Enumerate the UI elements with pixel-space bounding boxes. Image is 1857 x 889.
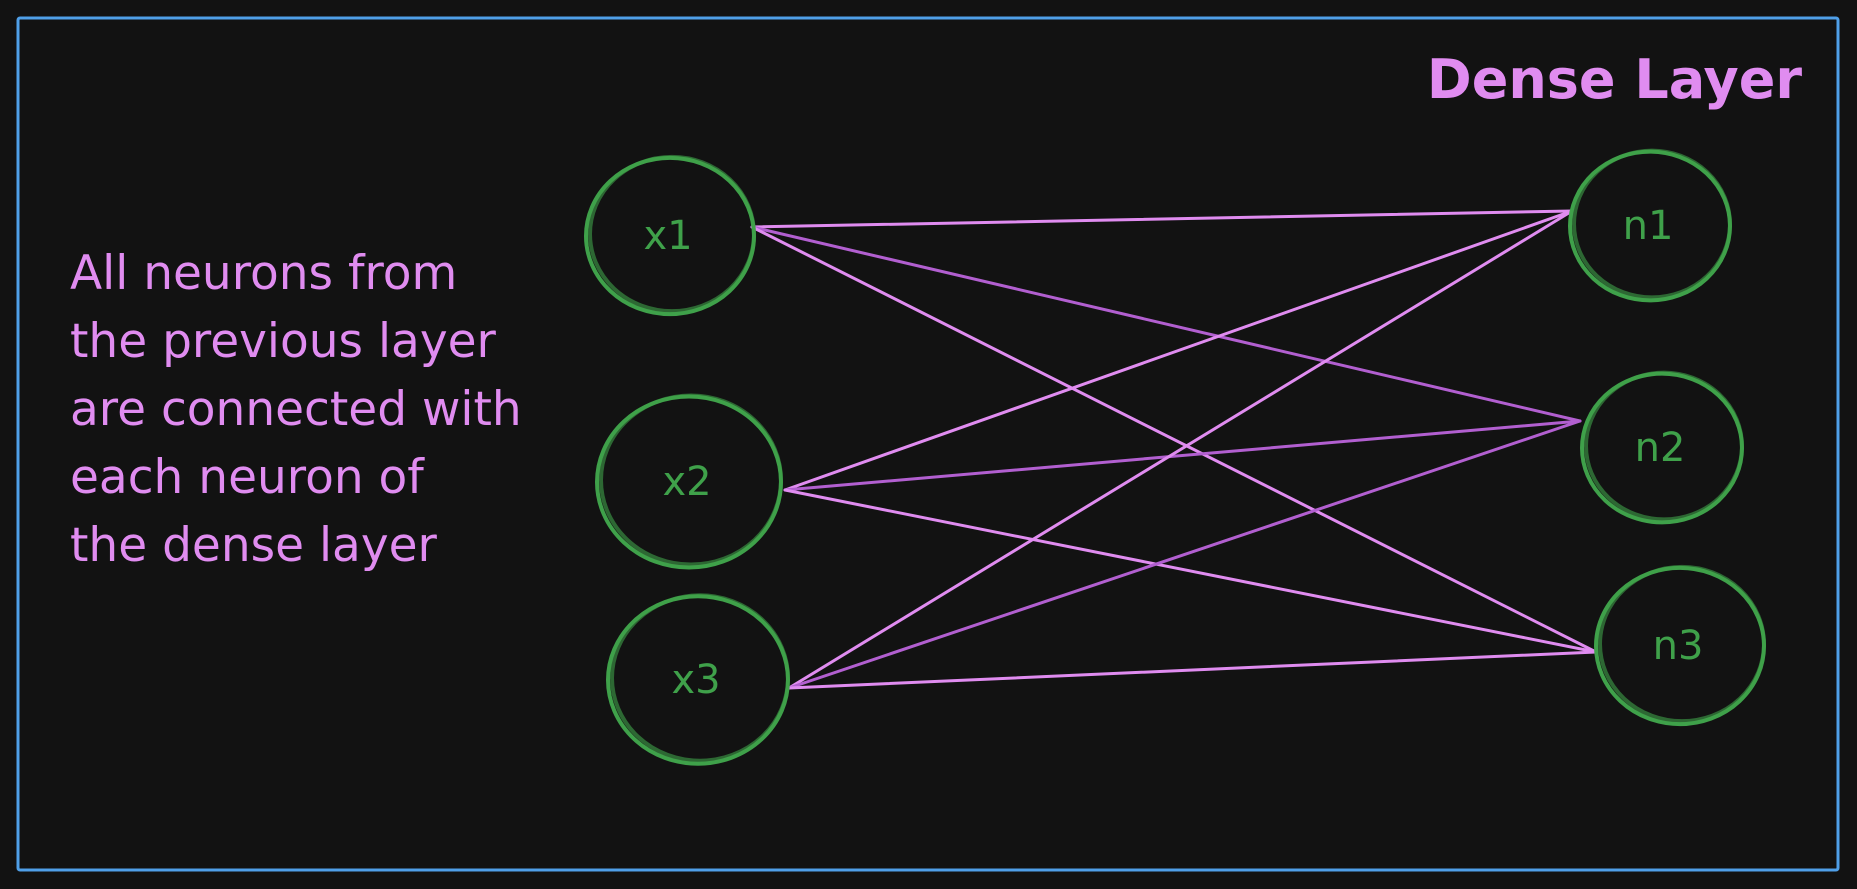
input-neuron-x1: x1 bbox=[584, 154, 756, 317]
connection-x3-n1 bbox=[787, 209, 1574, 690]
neuron-label: x2 bbox=[662, 459, 711, 505]
caption-line: All neurons from bbox=[70, 246, 458, 301]
diagram-title: Dense Layer bbox=[1426, 48, 1802, 111]
input-neuron-x3: x3 bbox=[606, 593, 790, 766]
connection-x2-n3 bbox=[783, 488, 1598, 654]
connection-x3-n2 bbox=[787, 419, 1582, 690]
caption-line: the previous layer bbox=[70, 314, 496, 369]
neuron-group: x1 x2 x3 n1 n2 n3 bbox=[584, 148, 1766, 766]
neuron-label: x1 bbox=[643, 213, 692, 259]
diagram-frame bbox=[16, 16, 1840, 872]
neuron-circle-sketch bbox=[599, 393, 783, 567]
connection-x1-n1 bbox=[750, 209, 1574, 229]
input-neuron-x2: x2 bbox=[595, 393, 783, 570]
connection-x2-n1 bbox=[783, 209, 1574, 492]
caption-line: the dense layer bbox=[70, 518, 437, 573]
connection-x1-n3 bbox=[750, 225, 1598, 654]
neuron-circle-sketch bbox=[610, 593, 790, 763]
dense-neuron-n2: n2 bbox=[1580, 370, 1744, 525]
connection-x2-n2 bbox=[783, 419, 1582, 492]
diagram-caption: All neurons from the previous layer are … bbox=[70, 240, 590, 580]
neuron-circle-sketch bbox=[588, 154, 756, 314]
dense-neuron-n3: n3 bbox=[1594, 564, 1766, 727]
caption-line: are connected with bbox=[70, 382, 522, 437]
neuron-label: n3 bbox=[1653, 623, 1704, 669]
neuron-circle-sketch bbox=[1584, 370, 1744, 522]
neuron-circle-sketch bbox=[1598, 564, 1766, 724]
neuron-circle-sketch bbox=[1572, 148, 1732, 300]
dense-neuron-n1: n1 bbox=[1568, 148, 1732, 303]
caption-line: each neuron of bbox=[70, 450, 424, 505]
connection-x3-n3 bbox=[787, 650, 1598, 690]
connection-group bbox=[750, 209, 1598, 690]
connection-x1-n2 bbox=[750, 225, 1582, 423]
neuron-label: n1 bbox=[1623, 203, 1674, 249]
neuron-label: x3 bbox=[671, 657, 720, 703]
neuron-label: n2 bbox=[1635, 425, 1686, 471]
